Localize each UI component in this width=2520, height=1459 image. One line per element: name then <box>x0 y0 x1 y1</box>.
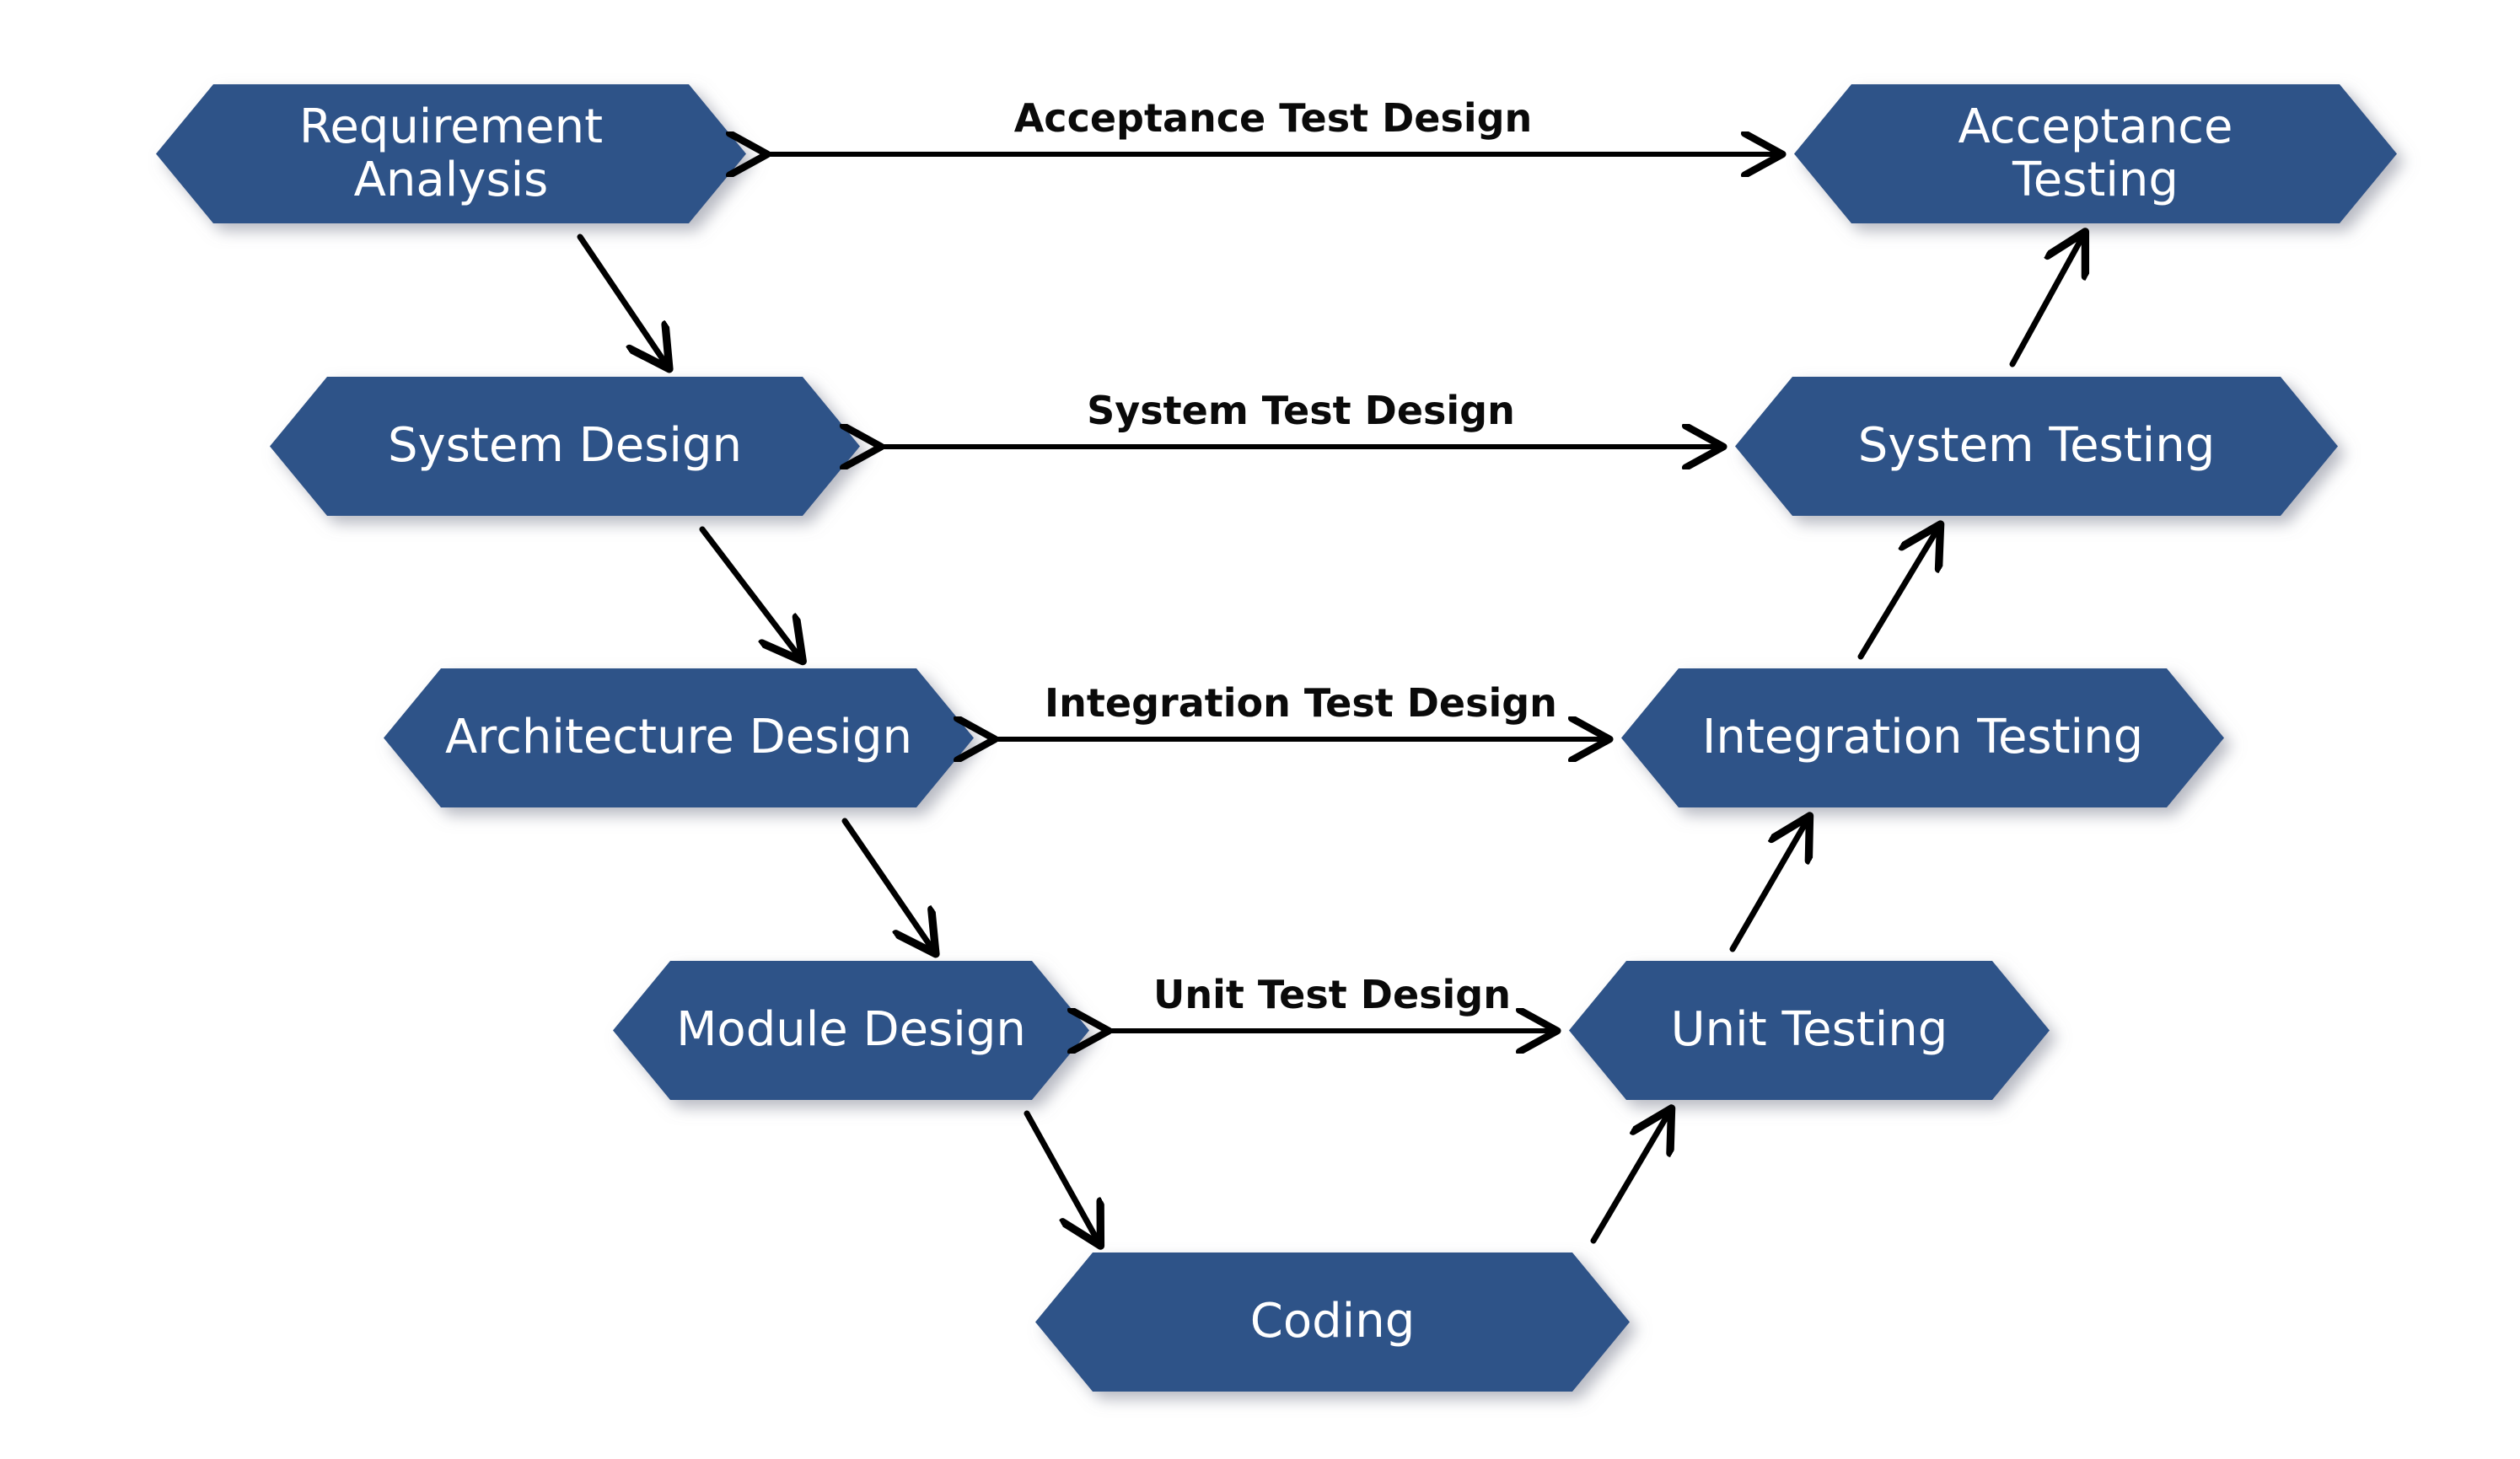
node-architecture-design[interactable] <box>384 668 974 807</box>
link-system-to-acceptance-testing <box>2009 237 2082 367</box>
node-unit-testing[interactable] <box>1569 961 2050 1100</box>
horizontal-arrows-layer <box>766 154 1781 1031</box>
link-requirement-to-system-design <box>577 233 666 364</box>
node-integration-testing[interactable] <box>1621 668 2224 807</box>
diagonal-arrows-layer <box>577 233 2082 1244</box>
link-coding-to-unit-testing <box>1590 1113 1668 1244</box>
link-module-design-to-coding <box>1024 1110 1098 1241</box>
link-unit-to-integration-testing <box>1729 821 1807 952</box>
node-coding[interactable] <box>1035 1252 1630 1392</box>
node-system-design[interactable] <box>270 377 860 516</box>
link-system-design-to-architecture <box>699 526 799 657</box>
link-integration-to-system-testing <box>1857 529 1937 660</box>
node-system-testing[interactable] <box>1735 377 2338 516</box>
hexagon-nodes-layer <box>156 84 2397 1392</box>
link-architecture-to-module-design <box>841 818 932 949</box>
node-acceptance-testing[interactable] <box>1794 84 2397 223</box>
node-requirement-analysis[interactable] <box>156 84 746 223</box>
node-module-design[interactable] <box>613 961 1089 1100</box>
